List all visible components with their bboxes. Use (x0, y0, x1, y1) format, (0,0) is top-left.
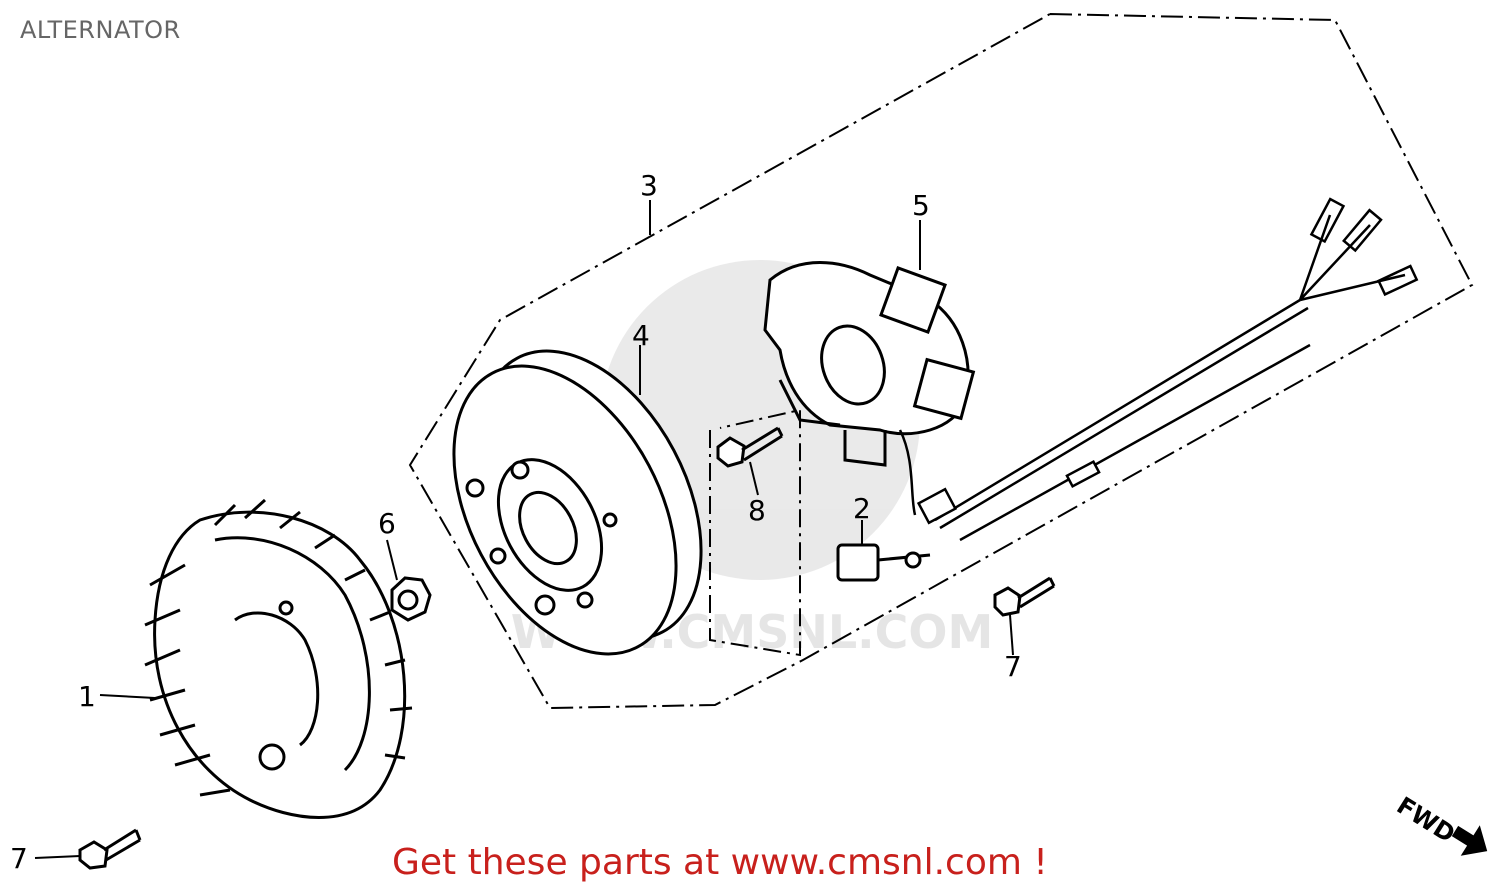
callout-1: 1 (78, 680, 96, 713)
callout-8: 8 (748, 494, 766, 527)
pulse-connector (836, 543, 931, 582)
stator (763, 261, 976, 467)
bolt-7-right (993, 576, 1056, 617)
callout-3: 3 (640, 169, 658, 202)
footer-link[interactable]: Get these parts at www.cmsnl.com ! (392, 842, 1048, 883)
page-title: ALTERNATOR (20, 16, 181, 44)
fwd-arrow-icon (1451, 825, 1488, 856)
bolt-8 (716, 426, 784, 468)
stator-sub-boundary (709, 408, 801, 657)
cooling-fan (144, 498, 413, 819)
callout-4: 4 (632, 319, 650, 352)
flywheel (452, 349, 703, 656)
callout-6: 6 (378, 507, 396, 540)
callout-7-right: 7 (1004, 650, 1022, 683)
leader-lines (34, 200, 1014, 859)
wire-harness (898, 197, 1419, 542)
forward-direction-indicator: FWD (1392, 791, 1488, 856)
callout-5: 5 (912, 189, 930, 222)
assembly-boundary (408, 13, 1474, 710)
callout-7-left: 7 (10, 842, 28, 875)
bolt-7-left (78, 828, 142, 870)
nut (390, 576, 432, 622)
fwd-label: FWD (1392, 791, 1460, 848)
callout-2: 2 (853, 492, 871, 525)
